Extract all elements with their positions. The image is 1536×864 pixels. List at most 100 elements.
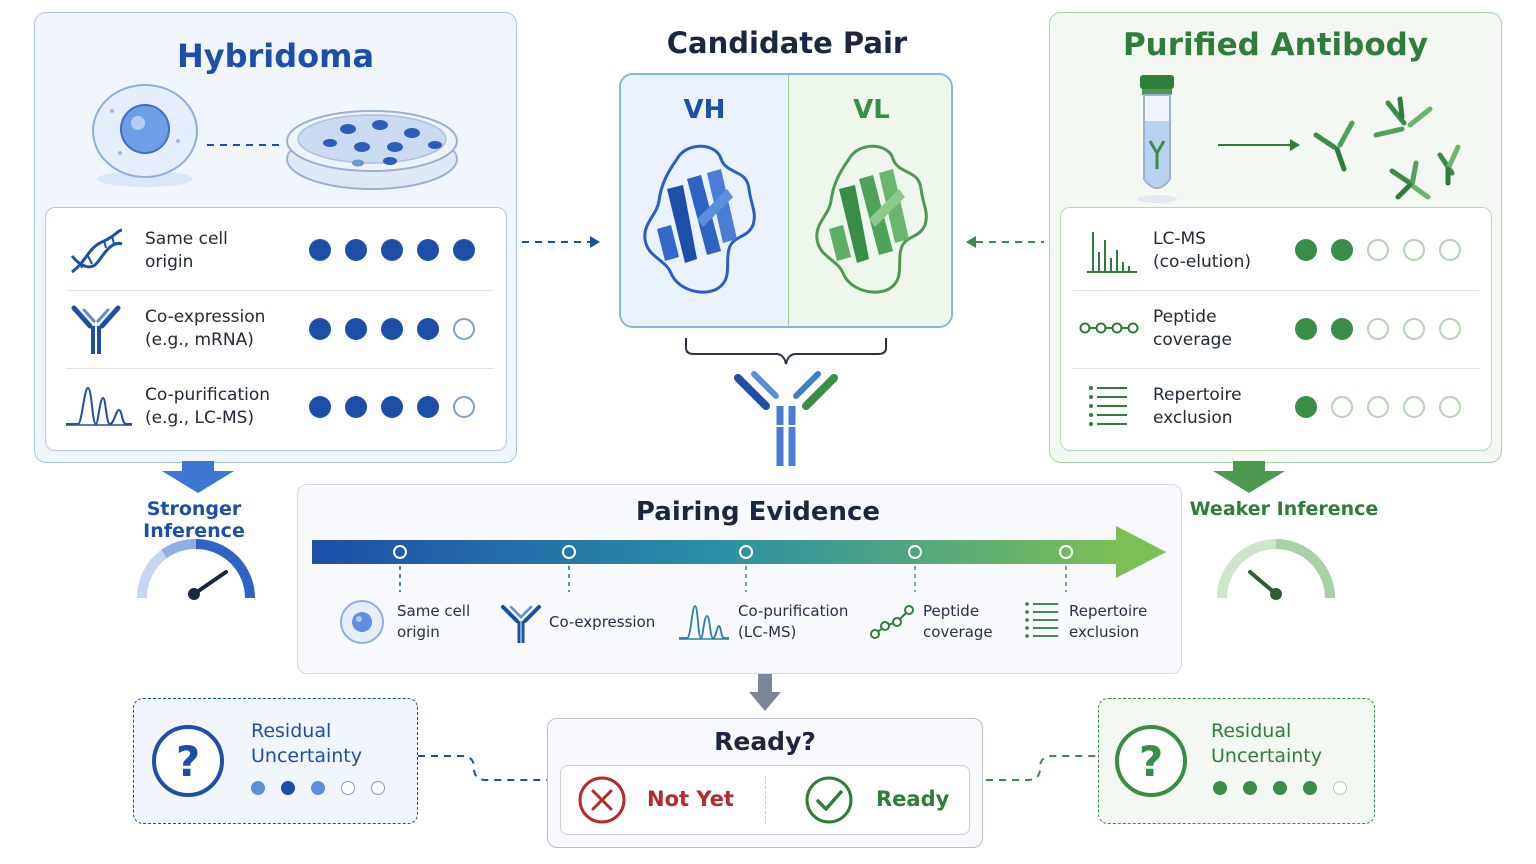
cell-illustration <box>92 84 458 190</box>
tube-and-antibodies-illustration <box>1137 75 1461 203</box>
evidence-item-label: Peptide coverage <box>923 602 993 641</box>
rating-dot-empty <box>453 396 475 418</box>
residual-left-rating <box>251 781 385 795</box>
check-circle-icon <box>805 776 853 824</box>
rating-dot-filled <box>1295 318 1317 340</box>
purified-row-label: LC-MS (co-elution) <box>1153 229 1251 272</box>
list-icon <box>1089 386 1127 426</box>
rating-dot-filled <box>453 239 475 261</box>
evidence-item-label: Co-expression <box>549 613 656 631</box>
rating-dot-filled <box>1331 318 1353 340</box>
hybridoma-row-label: Same cell origin <box>145 229 228 272</box>
timeline-connectors <box>399 566 1067 592</box>
rating-dot-filled <box>309 396 331 418</box>
peptide-chain-icon <box>870 605 914 639</box>
weaker-inference-label: Weaker Inference <box>1189 498 1379 520</box>
not-yet-option[interactable]: Not Yet <box>561 766 765 834</box>
hybridoma-row-label: Co-purification (e.g., LC-MS) <box>145 385 271 428</box>
evidence-item-label: Same cell origin <box>397 602 471 641</box>
ready-panel: Ready? Not Yet Ready <box>547 718 983 848</box>
rating-dot-filled <box>345 396 367 418</box>
rating-dot-empty <box>1403 396 1425 418</box>
pairing-evidence-panel: Pairing Evidence <box>297 484 1182 674</box>
ready-option[interactable]: Ready <box>766 766 969 834</box>
timeline-node <box>393 545 407 559</box>
hybridoma-title: Hybridoma <box>176 37 375 75</box>
rating-dot-empty <box>1367 396 1389 418</box>
divider <box>1073 368 1479 369</box>
rating-dot-filled <box>1331 239 1353 261</box>
residual-right-rating <box>1213 781 1347 795</box>
timeline-node <box>562 545 576 559</box>
right-down-arrow <box>1213 461 1285 493</box>
rating-dot-empty <box>1331 396 1353 418</box>
rating-dot-empty <box>341 781 355 795</box>
svg-text:?: ? <box>1139 737 1163 786</box>
purified-row-label: Repertoire exclusion <box>1153 385 1242 428</box>
rating-dot-filled <box>311 781 325 795</box>
purified-row-3-rating <box>1295 396 1461 418</box>
purified-title: Purified Antibody <box>1122 27 1429 63</box>
divider <box>66 368 494 369</box>
right-dashed-connector <box>986 755 1096 781</box>
hybridoma-row-1-rating <box>309 239 475 261</box>
dna-icon <box>70 228 123 274</box>
divider <box>1073 290 1479 291</box>
residual-uncertainty-left: ? Residual Uncertainty <box>133 698 418 824</box>
stronger-inference-label: Stronger Inference <box>143 498 245 542</box>
pairing-evidence-title: Pairing Evidence <box>635 497 881 527</box>
rating-dot-empty <box>371 781 385 795</box>
list-icon <box>1025 602 1058 638</box>
purified-panel: Purified Antibody <box>1049 12 1502 463</box>
divider <box>66 290 494 291</box>
hybridoma-panel: Hybridoma Same cell origin <box>34 12 517 463</box>
residual-right-label: Residual Uncertainty <box>1211 720 1323 767</box>
hybridoma-evidence-box: Same cell origin Co-expression (e.g., mR… <box>45 207 507 451</box>
rating-dot-filled <box>381 318 403 340</box>
weak-gauge-icon <box>1217 539 1335 600</box>
timeline-node <box>908 545 922 559</box>
rating-dot-empty <box>453 318 475 340</box>
ready-options: Not Yet Ready <box>560 765 970 835</box>
rating-dot-filled <box>1273 781 1287 795</box>
rating-dot-filled <box>1243 781 1257 795</box>
question-icon: ? <box>152 725 224 797</box>
left-dashed-connector <box>418 755 548 781</box>
rating-dot-filled <box>417 239 439 261</box>
evidence-to-ready-arrow <box>749 674 781 711</box>
residual-left-label: Residual Uncertainty <box>251 720 363 767</box>
rating-dot-filled <box>381 239 403 261</box>
timeline-node <box>1059 545 1073 559</box>
vl-label: VL <box>853 95 890 125</box>
hybridoma-to-pair-arrow <box>522 236 600 248</box>
ready-title: Ready? <box>714 727 816 756</box>
evidence-gradient-arrow <box>312 526 1166 578</box>
question-icon: ? <box>1115 725 1187 797</box>
chromatogram-icon <box>679 605 729 640</box>
rating-dot-empty <box>1439 239 1461 261</box>
residual-uncertainty-right: ? Residual Uncertainty <box>1098 698 1375 824</box>
peptide-chain-icon <box>1079 322 1139 334</box>
rating-dot-filled <box>345 318 367 340</box>
rating-dot-filled <box>1213 781 1227 795</box>
vl-protein-structure-icon <box>815 144 928 294</box>
left-down-arrow <box>162 461 234 493</box>
rating-dot-filled <box>417 318 439 340</box>
purified-row-label: Peptide coverage <box>1153 307 1232 350</box>
rating-dot-filled <box>309 318 331 340</box>
x-circle-icon <box>578 776 626 824</box>
not-yet-label: Not Yet <box>647 787 734 811</box>
rating-dot-filled <box>251 781 265 795</box>
pair-brace-and-antibody <box>685 338 887 466</box>
rating-dot-empty <box>1439 396 1461 418</box>
antibody-icon <box>501 605 541 643</box>
rating-dot-filled <box>345 239 367 261</box>
rating-dot-filled <box>1295 396 1317 418</box>
purified-evidence-box: LC-MS (co-elution) Peptide coverage <box>1060 207 1492 451</box>
timeline-node <box>739 545 753 559</box>
purified-to-pair-arrow <box>966 236 1044 248</box>
strong-gauge-icon <box>136 538 255 600</box>
candidate-pair-box: VH VL <box>619 73 953 328</box>
evidence-item-label: Repertoire exclusion <box>1069 602 1148 641</box>
rating-dot-empty <box>1403 318 1425 340</box>
